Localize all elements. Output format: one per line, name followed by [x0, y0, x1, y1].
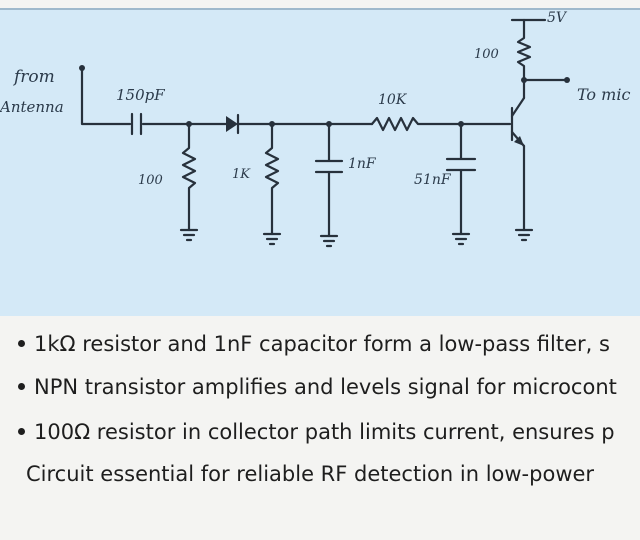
resistor-10k: [370, 116, 512, 132]
ground-1: [179, 228, 199, 242]
label-1nf: 1nF: [348, 156, 377, 172]
output-terminal: [564, 77, 570, 83]
ground-2: [262, 232, 282, 246]
label-100-collector: 100: [474, 47, 499, 62]
ground-3: [319, 234, 339, 248]
whiteboard-diagram: from Antenna 150pF 100 1K 1nF 10K 51nF 1…: [0, 8, 640, 316]
note-item: NPN transistor amplifies and levels sign…: [18, 375, 617, 399]
note-item: Circuit essential for reliable RF detect…: [26, 462, 594, 486]
bullet-icon: [18, 427, 25, 435]
note-item: 1kΩ resistor and 1nF capacitor form a lo…: [18, 332, 610, 356]
capacitor-150pf: [130, 112, 143, 136]
label-from: from: [12, 67, 55, 87]
capacitor-51nf: [445, 157, 477, 172]
bullet-icon: [18, 339, 25, 347]
resistor-100-collector: [516, 18, 532, 82]
resistor-100-shunt: [181, 122, 197, 232]
label-51nf: 51nF: [414, 172, 452, 188]
bullet-icon: [18, 382, 25, 390]
circuit-schematic: from Antenna 150pF 100 1K 1nF 10K 51nF 1…: [0, 8, 640, 248]
ground-5: [514, 228, 534, 242]
capacitor-1nf: [314, 159, 344, 174]
notes-list: 1kΩ resistor and 1nF capacitor form a lo…: [0, 322, 640, 540]
diode: [226, 113, 240, 135]
antenna-wire: [80, 66, 132, 126]
note-text: 100Ω resistor in collector path limits c…: [34, 420, 615, 444]
label-1k: 1K: [232, 167, 251, 182]
npn-transistor: [510, 96, 526, 148]
label-150pf: 150pF: [116, 86, 165, 104]
collector-output-wire: [522, 78, 569, 100]
note-text: Circuit essential for reliable RF detect…: [26, 462, 595, 486]
label-5v: 5V: [547, 10, 568, 26]
note-text: NPN transistor amplifies and levels sign…: [34, 375, 617, 399]
resistor-1k: [264, 122, 280, 236]
note-text: 1kΩ resistor and 1nF capacitor form a lo…: [34, 332, 610, 356]
label-antenna: Antenna: [0, 98, 64, 116]
label-100-shunt: 100: [138, 173, 163, 188]
label-to-mic: To mic: [577, 85, 630, 104]
note-item: 100Ω resistor in collector path limits c…: [18, 420, 615, 444]
ground-4: [451, 232, 471, 246]
label-10k: 10K: [378, 92, 408, 108]
